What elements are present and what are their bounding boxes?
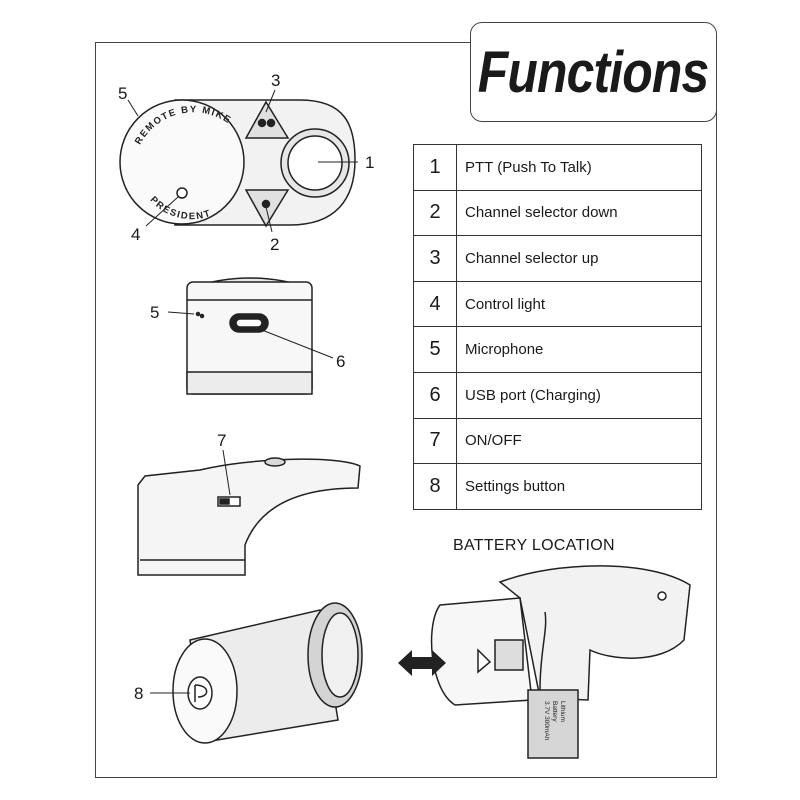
page-title: Functions	[478, 39, 709, 105]
battery-location-label: BATTERY LOCATION	[453, 537, 615, 554]
title-box: Functions	[470, 22, 717, 122]
function-label: Channel selector down	[456, 189, 702, 237]
function-number: 7	[413, 417, 457, 465]
function-number: 4	[413, 280, 457, 328]
control-light-dot	[176, 187, 188, 199]
page-frame	[95, 42, 717, 778]
function-number: 1	[413, 144, 457, 191]
battery-sticker-line-2: Battery	[551, 701, 558, 722]
callout-number: 5	[118, 84, 127, 103]
battery-diagram	[430, 565, 691, 759]
remote-top-view	[119, 99, 356, 228]
channel-down-button	[244, 189, 290, 228]
function-label: PTT (Push To Talk)	[456, 144, 702, 191]
callout-number: 1	[365, 153, 374, 172]
callout-number: 6	[336, 352, 345, 371]
remote-front-view	[186, 277, 313, 395]
callout-number: 3	[271, 71, 280, 90]
function-label: USB port (Charging)	[456, 371, 702, 419]
function-label: Settings button	[456, 463, 702, 510]
callout-number: 4	[131, 225, 140, 244]
function-label: ON/OFF	[456, 417, 702, 465]
function-label: Control light	[456, 280, 702, 328]
lithium-battery	[527, 689, 579, 759]
callout-number: 5	[150, 303, 159, 322]
function-label: Channel selector up	[456, 235, 702, 282]
battery-sticker-line-1: Lithium	[559, 701, 566, 722]
callout-number: 2	[270, 235, 279, 254]
settings-button	[194, 684, 208, 702]
function-label: Microphone	[456, 326, 702, 373]
callout-number: 8	[134, 684, 143, 703]
callout-number: 7	[217, 431, 226, 450]
double-arrow-icon	[398, 650, 446, 676]
channel-up-button	[244, 100, 290, 139]
remote-side-view	[137, 457, 361, 576]
battery-sticker-line-3: 3.7V 300mAh	[543, 701, 550, 741]
function-number: 6	[413, 371, 457, 419]
remote-bottom-view	[172, 602, 363, 744]
